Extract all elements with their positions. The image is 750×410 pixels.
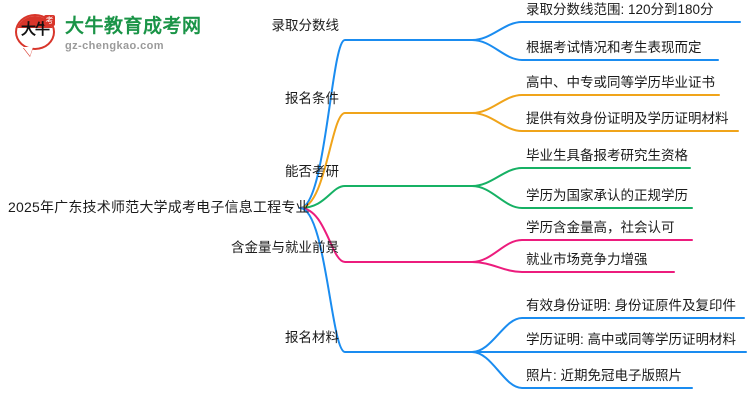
leaf-node-label[interactable]: 根据考试情况和考生表现而定 [526, 40, 702, 55]
logo-domain: gz-chengkao.com [65, 39, 164, 52]
branch-node-label[interactable]: 报名条件 [285, 91, 339, 106]
connector-curve [299, 112, 473, 209]
leaf-node-label[interactable]: 提供有效身份证明及学历证明材料 [526, 111, 729, 126]
logo-mark-badge: 考 [44, 15, 55, 26]
leaf-node-label[interactable]: 学历含金量高，社会认可 [526, 220, 675, 235]
connector-curve [299, 39, 473, 209]
branch-node-label[interactable]: 能否考研 [285, 164, 339, 179]
connector-curve [471, 21, 741, 41]
branch-node-label[interactable]: 录取分数线 [271, 18, 340, 33]
connector-curve [299, 185, 473, 209]
site-logo[interactable]: 大牛 考 大牛教育成考网 gz-chengkao.com [14, 8, 204, 60]
leaf-node-label[interactable]: 学历证明: 高中或同等学历证明材料 [526, 332, 737, 347]
leaf-node-label[interactable]: 录取分数线范围: 120分到180分 [526, 2, 714, 17]
leaf-node-label[interactable]: 照片: 近期免冠电子版照片 [526, 368, 683, 383]
leaf-node-label[interactable]: 高中、中专或同等学历毕业证书 [526, 75, 715, 90]
connector-curve [471, 167, 691, 187]
root-node-label[interactable]: 2025年广东技术师范大学成考电子信息工程专业 [8, 199, 310, 215]
branch-node-label[interactable]: 含金量与就业前景 [231, 240, 339, 255]
logo-title: 大牛教育成考网 [65, 15, 202, 37]
leaf-node-label[interactable]: 毕业生具备报考研究生资格 [526, 148, 688, 163]
branch-node-label[interactable]: 报名材料 [285, 330, 339, 345]
leaf-node-label[interactable]: 学历为国家承认的正规学历 [526, 188, 688, 203]
logo-bull-bubble-icon: 大牛 考 [14, 12, 58, 56]
logo-mark-text: 大牛 [20, 21, 50, 38]
leaf-node-label[interactable]: 有效身份证明: 身份证原件及复印件 [526, 298, 737, 313]
leaf-node-label[interactable]: 就业市场竞争力增强 [526, 252, 648, 267]
